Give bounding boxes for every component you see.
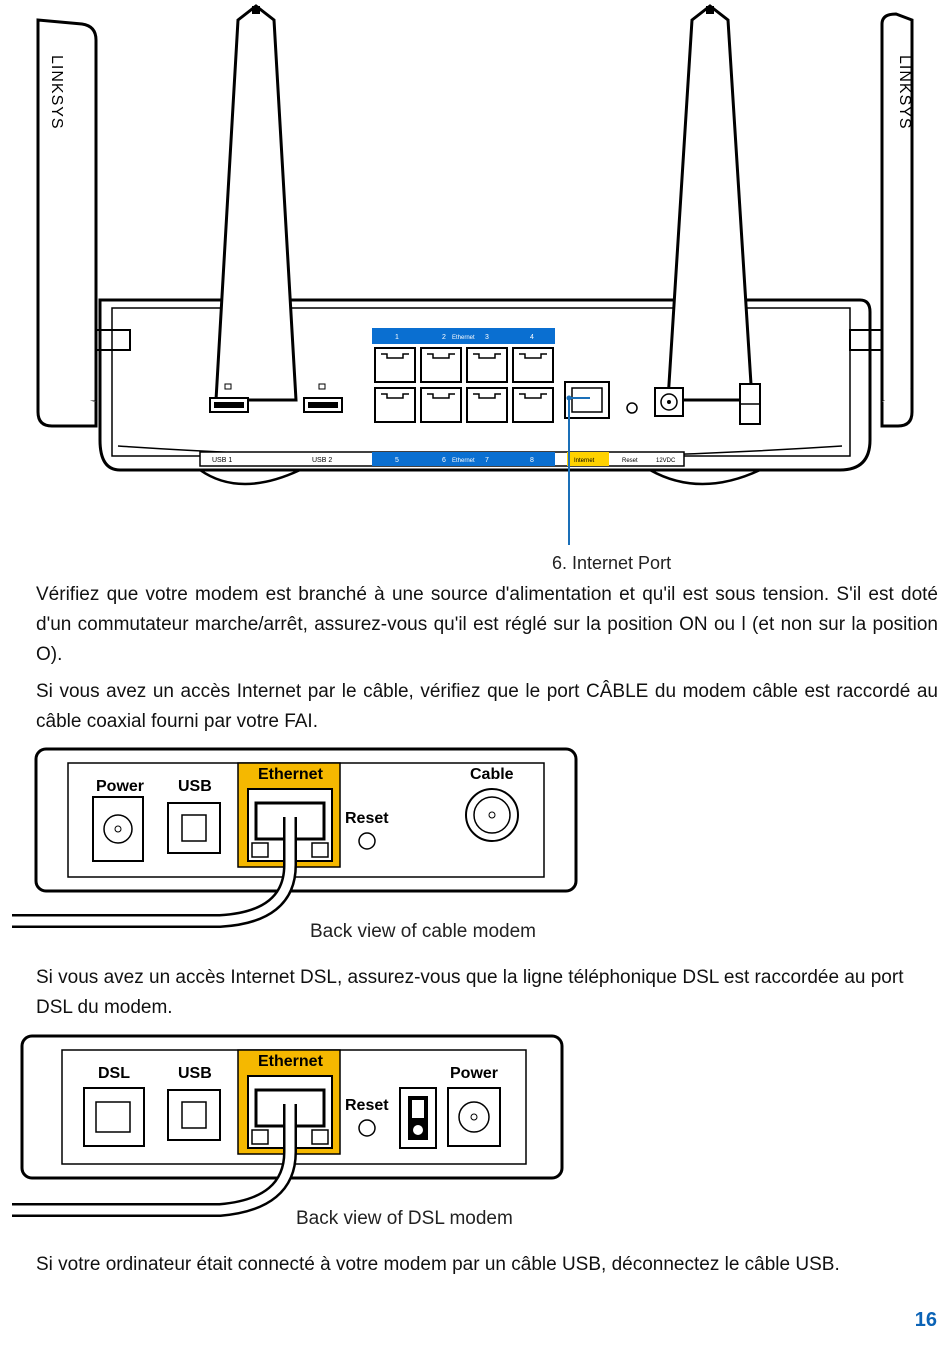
ethernet-jack-clip bbox=[381, 393, 409, 399]
usb1-label: USB 1 bbox=[212, 457, 232, 464]
svg-text:LINKSYS: LINKSYS bbox=[896, 55, 913, 130]
svg-text:6: 6 bbox=[442, 457, 446, 464]
svg-text:2: 2 bbox=[442, 334, 446, 341]
router-back-illustration: LINKSYS LINKSYS USB 1 USB 2 bbox=[36, 4, 914, 573]
left-outer-antenna: LINKSYS bbox=[36, 18, 98, 428]
svg-text:5: 5 bbox=[395, 457, 399, 464]
cable-reset-label: Reset bbox=[345, 810, 389, 827]
internet-port-callout: 6. Internet Port bbox=[552, 395, 671, 573]
ethernet-jack bbox=[374, 347, 416, 383]
dsl-power-label: Power bbox=[450, 1065, 498, 1082]
dsl-modem-caption: Back view of DSL modem bbox=[296, 1208, 513, 1229]
left-inner-antenna bbox=[214, 4, 298, 402]
svg-text:1: 1 bbox=[395, 334, 399, 341]
ethernet-jack-clip bbox=[473, 393, 501, 399]
ethernet-jack-clip bbox=[427, 393, 455, 399]
paragraph-dsl-check: Si vous avez un accès Internet DSL, assu… bbox=[36, 967, 904, 1018]
right-outer-antenna: LINKSYS bbox=[880, 12, 914, 428]
ethernet-jack-clip bbox=[427, 353, 455, 359]
ethernet-jack bbox=[466, 347, 508, 383]
svg-text:Ethernet: Ethernet bbox=[452, 335, 475, 341]
right-inner-antenna bbox=[666, 4, 754, 402]
cable-usb-label: USB bbox=[178, 778, 212, 795]
svg-text:7: 7 bbox=[485, 457, 489, 464]
ethernet-jack bbox=[420, 387, 462, 423]
ethernet-jack bbox=[512, 387, 554, 423]
dsl-dsl-label: DSL bbox=[98, 1065, 130, 1082]
svg-text:4: 4 bbox=[530, 334, 534, 341]
cable-ethernet-label: Ethernet bbox=[258, 766, 324, 783]
svg-text:3: 3 bbox=[485, 334, 489, 341]
ethernet-jack bbox=[374, 387, 416, 423]
dsl-modem-illustration: DSL USB Ethernet Reset Power Back view o… bbox=[12, 1034, 564, 1229]
callout-label: 6. Internet Port bbox=[552, 553, 671, 573]
page-number: 16 bbox=[914, 1309, 937, 1331]
ethernet-jack bbox=[512, 347, 554, 383]
ethernet-jack bbox=[420, 347, 462, 383]
paragraph-cable-check: Si vous avez un accès Internet par le câ… bbox=[36, 681, 938, 732]
dsl-reset-label: Reset bbox=[345, 1097, 389, 1114]
cable-cable-label: Cable bbox=[470, 766, 514, 783]
cable-modem-caption: Back view of cable modem bbox=[310, 921, 536, 942]
ethernet-jack-clip bbox=[519, 393, 547, 399]
svg-text:8: 8 bbox=[530, 457, 534, 464]
paragraph-usb-disconnect: Si votre ordinateur était connecté à vot… bbox=[36, 1254, 840, 1275]
reset-label: Reset bbox=[622, 458, 638, 464]
dsl-usb-label: USB bbox=[178, 1065, 212, 1082]
cable-power-label: Power bbox=[96, 778, 144, 795]
ethernet-jack-clip bbox=[473, 353, 501, 359]
ethernet-ports bbox=[374, 347, 554, 423]
cable-modem-illustration: Power USB Ethernet Reset Cable Back view… bbox=[12, 747, 578, 942]
svg-text:Ethernet: Ethernet bbox=[452, 458, 475, 464]
power-label: 12VDC bbox=[656, 458, 676, 464]
ethernet-jack bbox=[466, 387, 508, 423]
internet-label: Internet bbox=[574, 458, 595, 464]
ethernet-jack-clip bbox=[519, 353, 547, 359]
ethernet-jack-clip bbox=[381, 353, 409, 359]
usb2-label: USB 2 bbox=[312, 457, 332, 464]
port-panel: USB 1 USB 2 1 2 Ethernet 3 4 5 6 Etherne… bbox=[199, 328, 761, 467]
dsl-ethernet-label: Ethernet bbox=[258, 1053, 324, 1070]
svg-text:LINKSYS: LINKSYS bbox=[48, 55, 65, 130]
paragraph-power-check: Vérifiez que votre modem est branché à u… bbox=[36, 584, 938, 665]
